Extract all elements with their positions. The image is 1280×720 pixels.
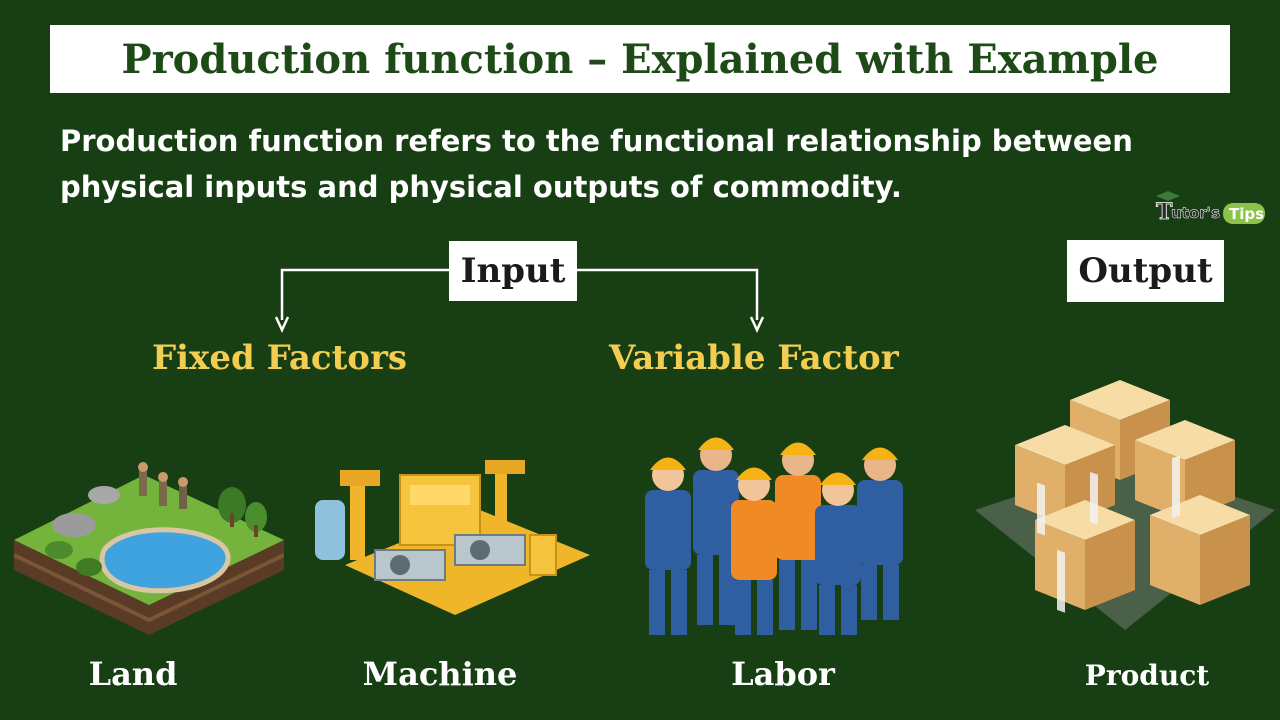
output-box: Output <box>1067 240 1224 302</box>
fixed-factors-heading: Fixed Factors <box>152 338 408 378</box>
workers-illustration <box>645 437 903 635</box>
page-title: Production function – Explained with Exa… <box>121 35 1159 83</box>
arrow-down-icon <box>274 316 290 333</box>
variable-factor-heading: Variable Factor <box>609 338 899 378</box>
item-label-labor: Labor <box>731 655 835 693</box>
arrow-down-icon <box>749 316 765 333</box>
item-label-land: Land <box>88 655 178 693</box>
machine-illustration <box>315 460 590 615</box>
land-illustration <box>14 462 284 635</box>
graduation-cap-icon <box>1156 191 1180 201</box>
logo-tips-pill <box>1223 203 1265 224</box>
logo-text-tutor: utor's <box>1171 204 1220 222</box>
boxes-illustration <box>975 380 1275 630</box>
item-label-product: Product <box>1084 659 1210 692</box>
logo-letter-t: T <box>1156 199 1173 225</box>
input-box: Input <box>449 241 577 301</box>
title-bar: Production function – Explained with Exa… <box>50 25 1230 93</box>
tutors-tips-logo: T utor's Tips <box>1156 191 1265 225</box>
logo-text-tips: Tips <box>1229 205 1264 223</box>
item-label-machine: Machine <box>362 655 518 693</box>
definition-text: Production function refers to the functi… <box>60 124 1133 204</box>
